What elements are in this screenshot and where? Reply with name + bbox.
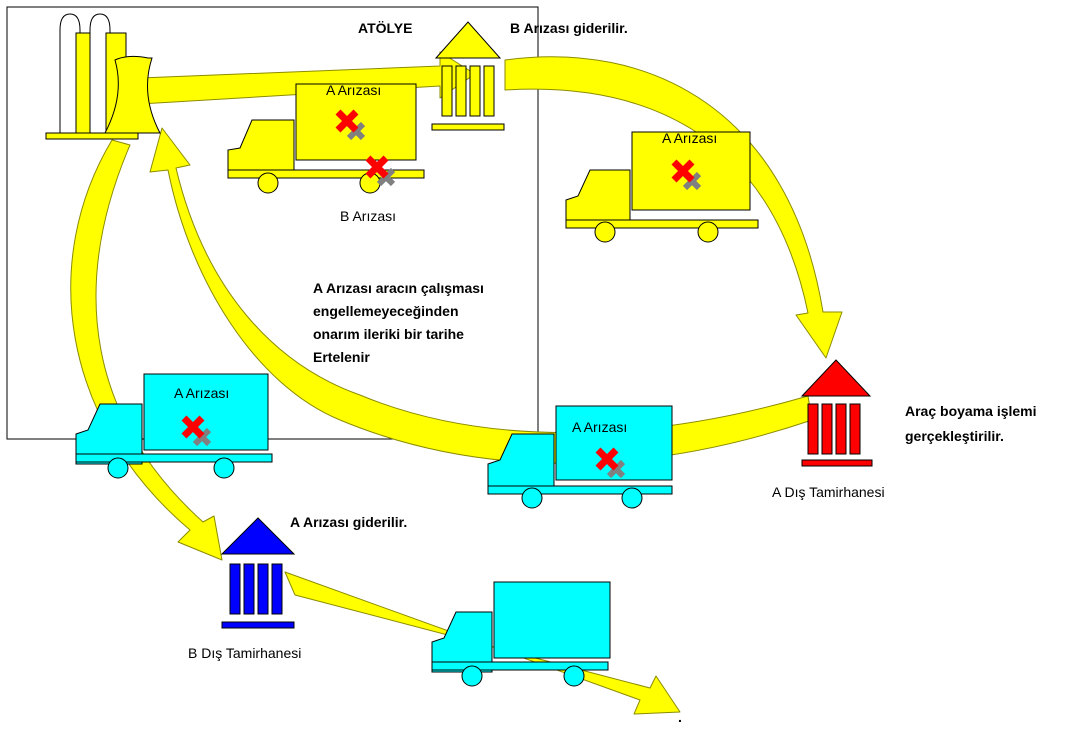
truck-cyan-middle [487,405,673,509]
b-repair-label: B Arızası giderilir. [510,20,628,36]
shop-a-label: A Dış Tamirhanesi [772,484,885,500]
fault-mark-icon [595,447,626,479]
workshop-title: ATÖLYE [358,20,412,36]
fault-mark-icon [365,155,396,187]
arrow-b-repair-to-shop-a [504,56,843,359]
deferred-note-line4: Ertelenir [313,349,370,365]
workshop-boundary [6,6,539,440]
fault-mark-icon [181,415,212,447]
shop-b-label: B Dış Tamirhanesi [188,645,301,661]
arrow-shop-a-to-workshop [149,127,813,464]
painting-note-line2: gerçekleştirilir. [905,428,1004,444]
painting-note-line1: Araç boyama işlemi [905,403,1037,419]
fault-mark-icon [335,109,366,141]
deferred-note-line3: onarım ileriki bir tarihe [313,326,464,342]
arrow-workshop-to-shop-b [70,139,223,561]
exit-marker: . [678,709,682,725]
shop-b-building-icon [220,517,296,629]
a-fault-label-cyan-middle: A Arızası [572,419,627,435]
workshop-icon [45,13,161,140]
a-fixed-label: A Arızası giderilir. [290,514,407,530]
b-repair-building-icon [431,21,505,131]
a-fault-label-right: A Arızası [662,130,717,146]
truck-cyan-repaired [431,581,611,687]
shop-a-building-icon [800,359,873,467]
deferred-note-line2: engellemeyeceğinden [313,303,459,319]
a-fault-label-workshop: A Arızası [326,82,381,98]
deferred-note-line1: A Arızası aracın çalışması [313,280,484,296]
truck-yellow-workshop [227,83,425,194]
a-fault-label-cyan-left: A Arızası [174,385,229,401]
b-fault-label: B Arızası [340,208,396,224]
truck-yellow-right [565,131,759,243]
fault-mark-icon [671,159,702,191]
